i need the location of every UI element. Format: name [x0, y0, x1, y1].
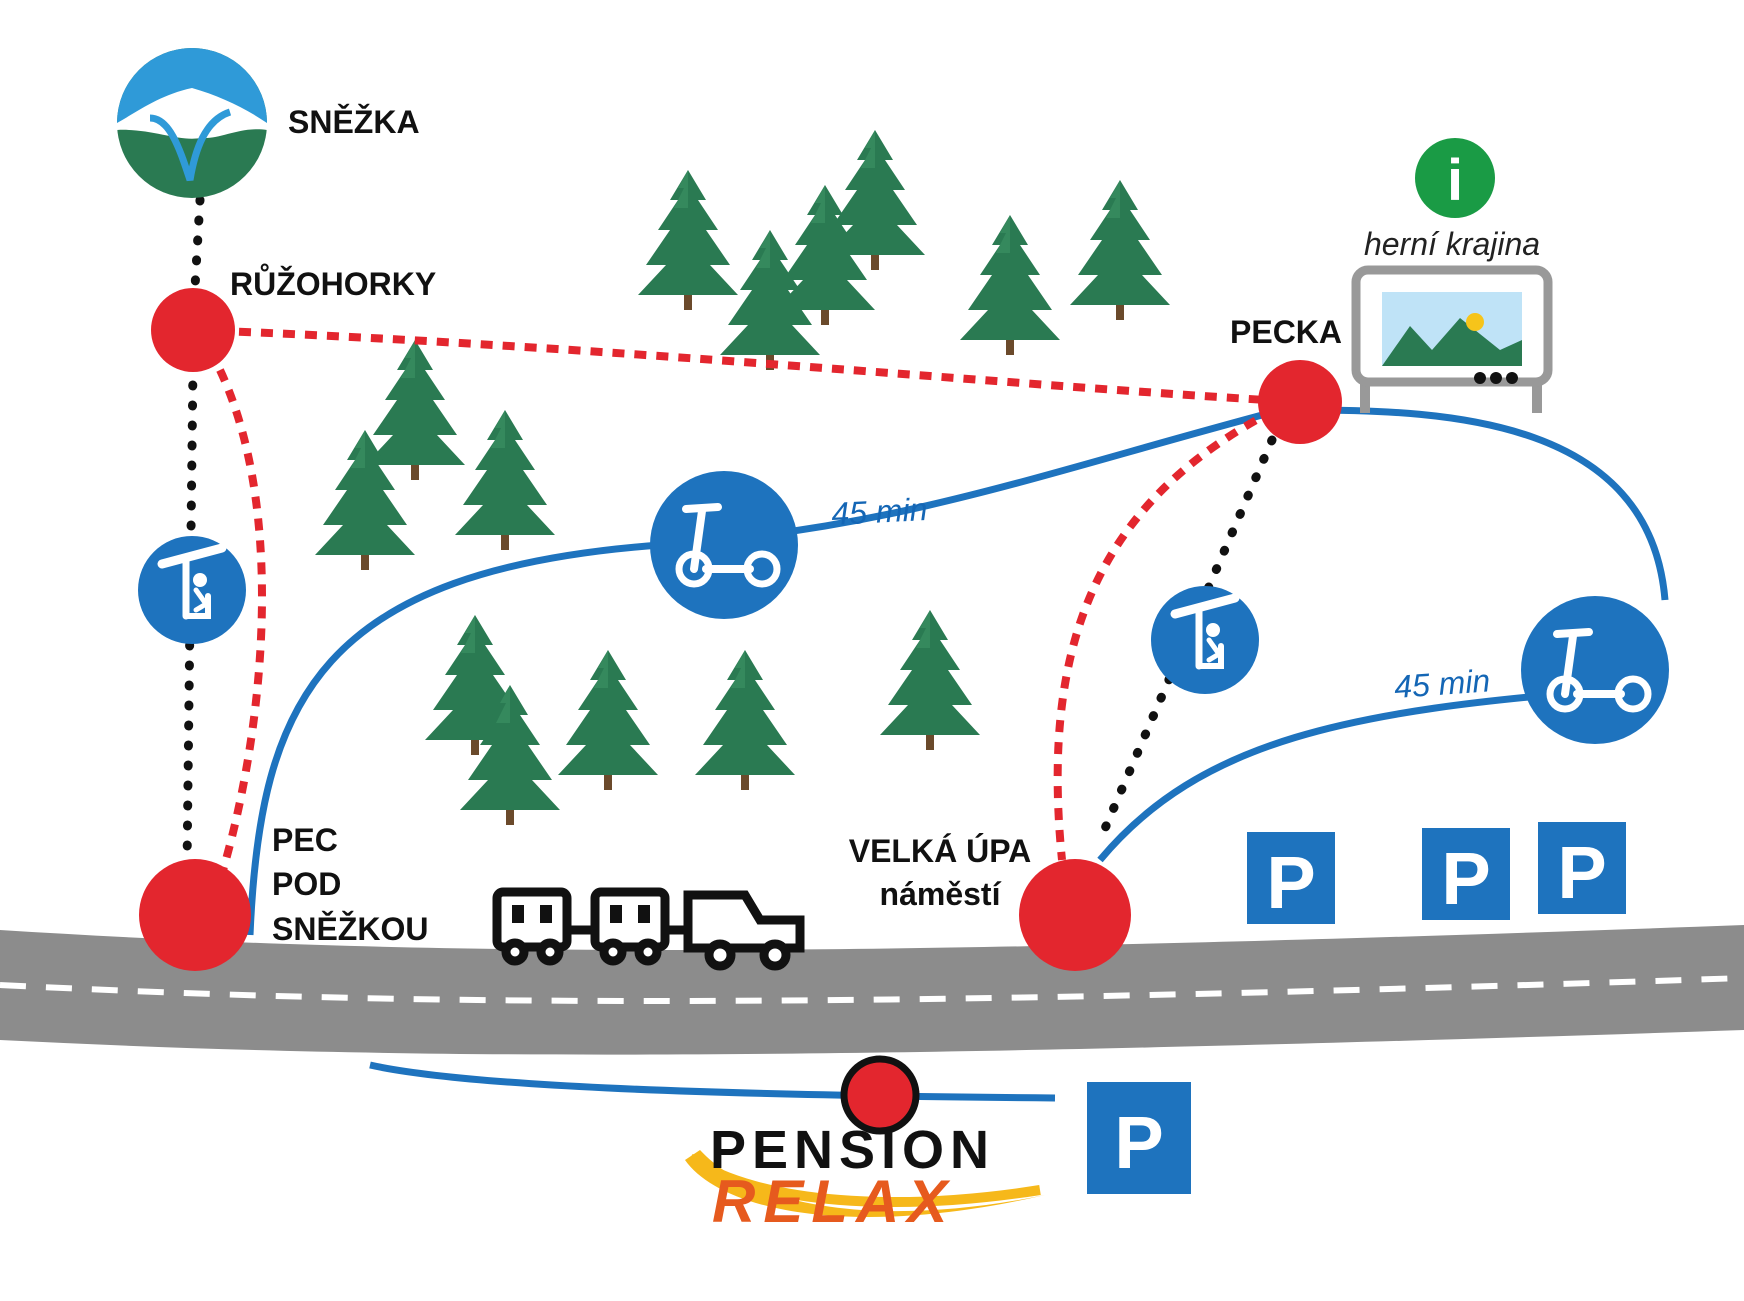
parking-icon: P: [1087, 1082, 1191, 1194]
place-label-velka-upa: VELKÁ ÚPA: [849, 833, 1032, 869]
place-label-snezka: SNĚŽKA: [288, 104, 420, 140]
info-glyph: i: [1447, 148, 1463, 213]
scooter-time-label: 45 min: [830, 491, 928, 532]
stop-velka-upa[interactable]: [1019, 859, 1131, 971]
brand-name-pension: PENSION: [710, 1120, 995, 1180]
main-road: [0, 925, 1744, 1055]
tree: [695, 650, 795, 790]
parking-letter: P: [1266, 841, 1315, 924]
mountain-peak-icon: [117, 48, 267, 198]
road-train-icon: [492, 887, 805, 971]
parking-letter: P: [1557, 831, 1606, 914]
place-label-pecka: PECKA: [1230, 314, 1342, 350]
tree: [880, 610, 980, 750]
scooter-icon: [1521, 596, 1669, 744]
place-label-ruzohorky: RŮŽOHORKY: [230, 264, 436, 302]
scooter-trail-pec: [246, 401, 1301, 936]
parking-letter: P: [1114, 1101, 1163, 1184]
parking-icon: P: [1422, 828, 1510, 920]
parking-icon: P: [1247, 832, 1335, 924]
hiking-route-pecka-velka-upa: [1053, 406, 1277, 861]
place-label-pod: POD: [272, 866, 341, 902]
scooter-time-label: 45 min: [1393, 662, 1491, 705]
chairlift-icon: [138, 536, 246, 644]
stop-pecka[interactable]: [1258, 360, 1342, 444]
place-label-snezkou: SNĚŽKOU: [272, 911, 428, 947]
info-label: herní krajina: [1364, 226, 1540, 262]
parking-letter: P: [1441, 837, 1490, 920]
stop-pec-pod-snezkou[interactable]: [139, 859, 251, 971]
tree: [1070, 180, 1170, 320]
scooter-icon: [650, 471, 798, 619]
chairlift-icon: [1151, 586, 1259, 694]
stop-ruzohorky[interactable]: [151, 288, 235, 372]
hiking-route-ruzohorky-pec: [216, 368, 266, 882]
tree: [960, 215, 1060, 355]
scooter-trail-pecka-loop: [1304, 406, 1669, 601]
place-label-pec: PEC: [272, 822, 338, 858]
brand-name-relax: RELAX: [712, 1168, 955, 1235]
tree: [558, 650, 658, 790]
pension-relax-logo: PENSION RELAX: [685, 1120, 1045, 1235]
playground-billboard-icon: [1351, 265, 1553, 413]
stop-pension-relax[interactable]: [840, 1055, 920, 1135]
info-icon: i: [1415, 138, 1495, 218]
parking-icon: P: [1538, 822, 1626, 914]
tree: [455, 410, 555, 550]
path-to-pension: [369, 1061, 1056, 1102]
tree: [638, 170, 738, 310]
hiking-route-ruzohorky-pecka: [194, 326, 1301, 406]
chairlift-line-pec: [182, 360, 198, 870]
place-label-velka-upa-sub: náměstí: [880, 876, 1002, 912]
scooter-trail-velka-upa: [1097, 686, 1611, 863]
